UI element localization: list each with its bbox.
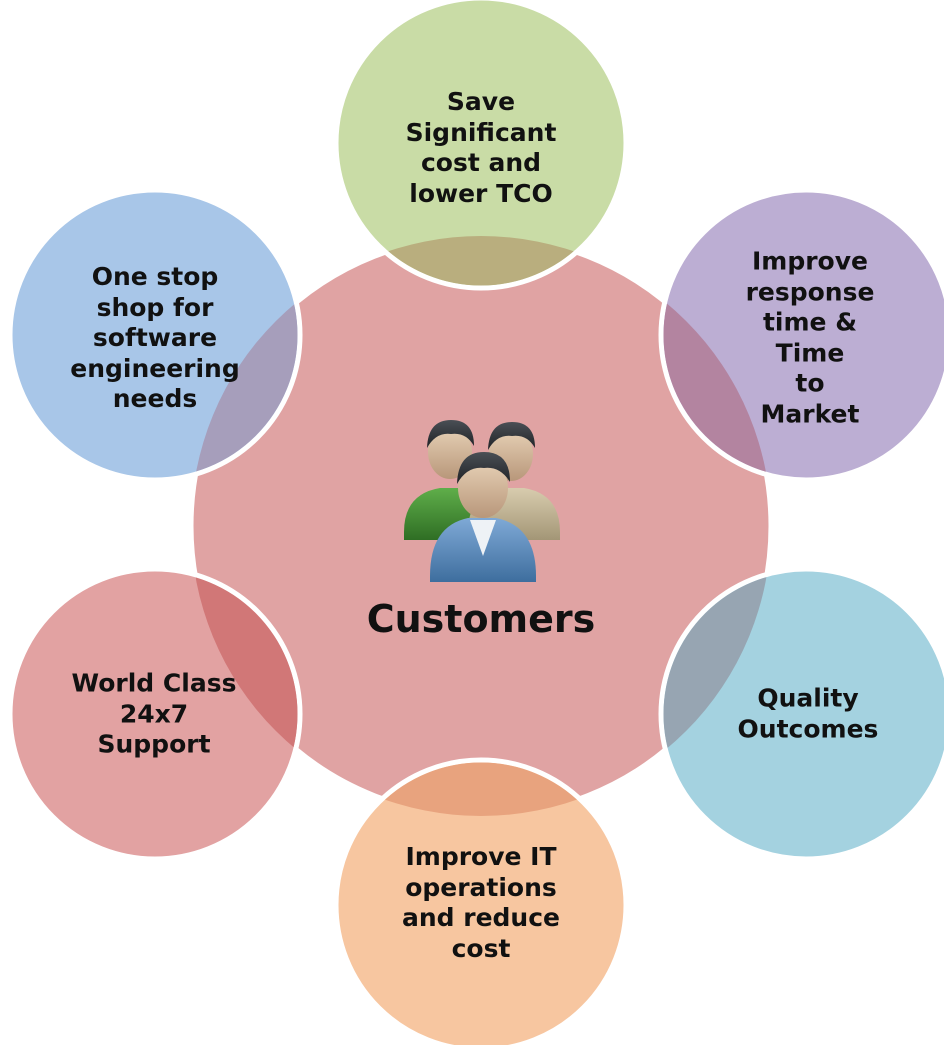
customers-label: Customers — [367, 599, 596, 641]
benefit-label-save-cost: Save Significant cost and lower TCO — [406, 87, 557, 209]
benefit-label-one-stop: One stop shop for software engineering n… — [70, 262, 240, 415]
benefit-label-response-time: Improve response time & Time to Market — [743, 247, 877, 430]
benefit-label-support: World Class 24x7 Support — [72, 668, 237, 760]
benefit-label-quality: Quality Outcomes — [738, 684, 879, 745]
benefit-label-it-operations: Improve IT operations and reduce cost — [402, 842, 560, 964]
